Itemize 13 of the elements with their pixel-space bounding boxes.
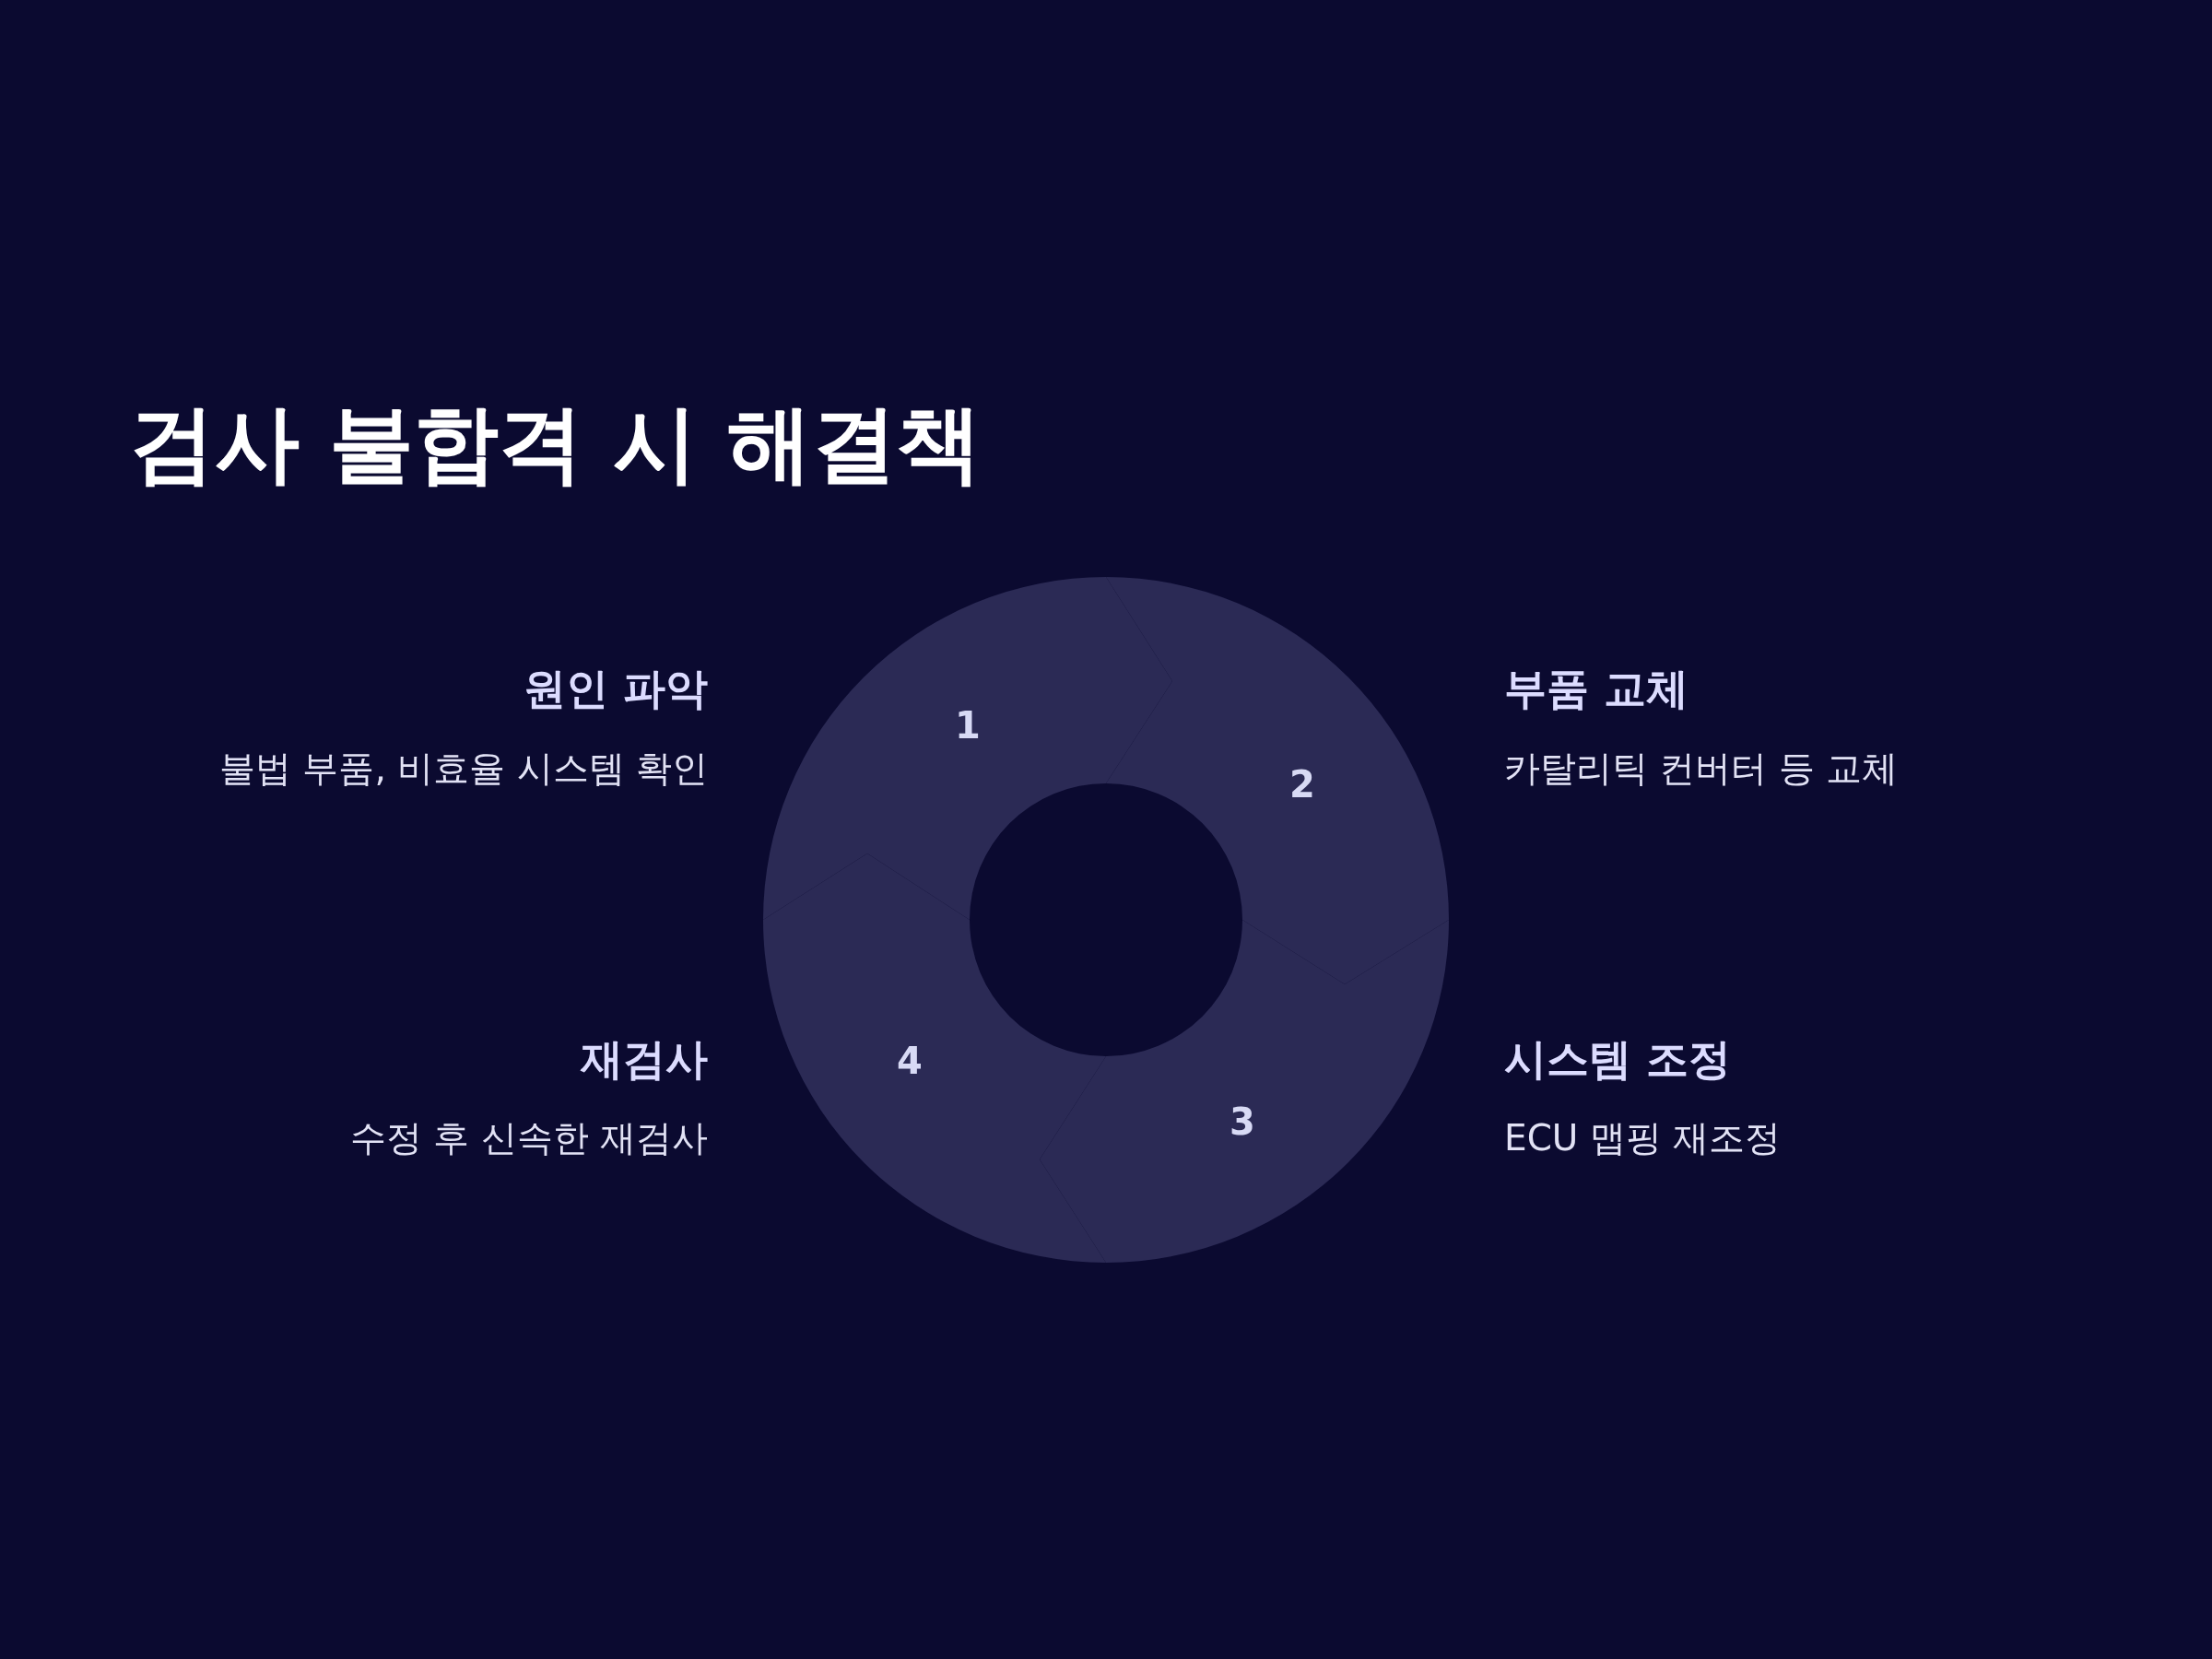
step-description: 수정 후 신속한 재검사 xyxy=(349,1118,708,1159)
step-description: 카탈리틱 컨버터 등 교체 xyxy=(1504,748,1899,789)
step-heading: 재검사 xyxy=(581,1035,708,1083)
step-heading: 시스템 조정 xyxy=(1504,1035,1731,1083)
step-heading: 원인 파악 xyxy=(524,665,708,712)
step-description: 불법 부품, 비효율 시스템 확인 xyxy=(219,748,708,789)
step-number: 4 xyxy=(897,1042,923,1079)
step-heading: 부품 교체 xyxy=(1504,665,1688,712)
step-number: 1 xyxy=(955,707,981,744)
title: 검사 불합격 시 해결책 xyxy=(130,397,982,491)
step-description: ECU 맵핑 재조정 xyxy=(1504,1118,1782,1159)
step-number: 2 xyxy=(1289,766,1315,803)
step-number: 3 xyxy=(1230,1103,1255,1140)
